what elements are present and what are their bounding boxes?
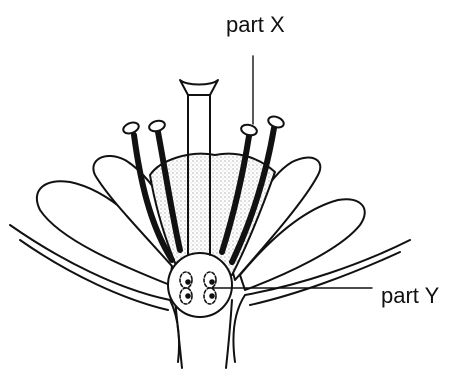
label-part-x: part X [226,12,285,38]
ovary [168,253,232,317]
stigma [180,80,218,95]
anther-1 [122,121,140,136]
anther-4 [267,115,285,130]
anther-2 [148,119,166,133]
label-part-y: part Y [381,283,439,309]
anther-3 [240,123,258,137]
